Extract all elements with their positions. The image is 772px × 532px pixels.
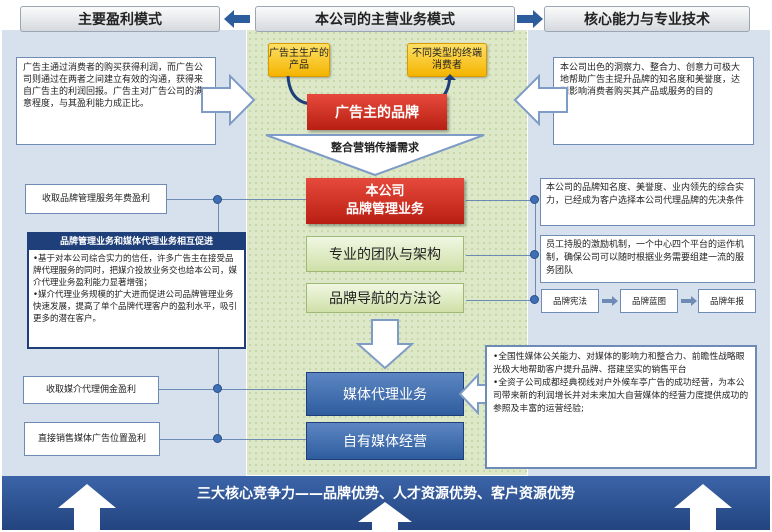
- header-core-capability: 核心能力与专业技术: [544, 6, 750, 32]
- arrow-right-icon: [602, 296, 618, 306]
- connector-dot: [530, 195, 539, 204]
- up-arrow-icon: [358, 502, 412, 532]
- profit-intro-text: 广告主通过消费者的购买获得利润，而广告公司则通过在两者之间建立有效的沟通，获得来…: [16, 57, 216, 145]
- brand-management-box: 本公司 品牌管理业务: [306, 178, 464, 224]
- advertiser-product-box: 广告主生产的产品: [268, 43, 330, 77]
- header-business-model: 本公司的主营业务模式: [255, 6, 515, 32]
- team-structure-box: 专业的团队与架构: [306, 236, 464, 272]
- left-connector-ad-sales: [160, 439, 306, 440]
- header-profit-model: 主要盈利模式: [20, 6, 220, 32]
- consumers-box: 不同类型的终端消费者: [407, 43, 487, 77]
- up-arrow-icon: [58, 484, 116, 530]
- media-fee-box: 收取媒介代理佣金盈利: [23, 376, 159, 404]
- connector-dot: [213, 434, 222, 443]
- connector-dot: [213, 384, 222, 393]
- ad-sales-box: 直接销售媒体广告位置盈利: [24, 422, 160, 456]
- arrow-right-icon: [517, 10, 543, 28]
- left-connector-media-fee: [159, 389, 306, 390]
- big-arrow-left-icon: [513, 74, 568, 126]
- right-connector-method: [466, 300, 538, 301]
- arrow-right-icon: [681, 296, 697, 306]
- media-agency-box: 媒体代理业务: [306, 372, 464, 416]
- demand-down-arrow-icon: [265, 134, 485, 177]
- brand-management-line2: 品牌管理业务: [345, 202, 424, 217]
- promotion-point-1: •基于对本公司综合实力的信任，许多广告主在接受品牌代理服务的同时，把媒介投放业务…: [33, 254, 238, 288]
- brand-blueprint-box: 品牌蓝图: [620, 289, 678, 313]
- promotion-point-2: •媒介代理业务规模的扩大进而促进公司品牌管理业务快速发展，提高了单个品牌代理客户…: [33, 290, 238, 324]
- demand-label: 整合营销传播需求: [331, 141, 419, 154]
- core-competence-text: 三大核心竞争力——品牌优势、人才资源优势、客户资源优势: [197, 486, 575, 502]
- left-connector-brand-fee: [167, 199, 218, 200]
- methodology-box: 品牌导航的方法论: [306, 283, 464, 313]
- media-capability-point-1: •全国性媒体公关能力、对媒体的影响力和整合力、前瞻性战略眼光极大地帮助客户提升品…: [493, 352, 745, 375]
- brand-annual-report-box: 品牌年报: [698, 289, 756, 313]
- big-arrow-right-icon: [201, 74, 256, 126]
- left-connector-brand-mgmt: [218, 199, 306, 200]
- connector-dot: [530, 295, 539, 304]
- down-arrow-icon: [356, 319, 414, 370]
- right-connector-team: [466, 255, 538, 256]
- brand-constitution-box: 品牌宪法: [541, 289, 599, 313]
- connector-dot: [213, 195, 222, 204]
- brand-strength-text: 本公司的品牌知名度、美誉度、业内领先的综合实力，已经成为客户选择本公司代理品牌的…: [540, 178, 755, 226]
- media-capability-text: •全国性媒体公关能力、对媒体的影响力和整合力、前瞻性战略眼光极大地帮助客户提升品…: [485, 345, 757, 469]
- right-connector-brand: [466, 200, 538, 201]
- team-description-text: 员工持股的激励机制，一个中心四个平台的运作机制，确保公司可以随时根据业务需要组建…: [540, 235, 755, 283]
- brand-management-line1: 本公司: [365, 184, 405, 199]
- own-media-box: 自有媒体经营: [306, 422, 464, 460]
- arrow-left-icon: [224, 10, 250, 28]
- up-arrow-icon: [674, 484, 732, 530]
- brand-fee-box: 收取品牌管理服务年费盈利: [25, 184, 167, 214]
- promotion-box: 品牌管理业务和媒体代理业务相互促进 •基于对本公司综合实力的信任，许多广告主在接…: [27, 232, 246, 349]
- media-capability-point-2: •全资子公司成都经典视线对户外候车亭广告的成功经营，为本公司带来新的利润增长并对…: [493, 378, 749, 414]
- capability-text: 本公司出色的洞察力、整合力、创意力可极大地帮助广告主提升品牌的知名度和美誉度，达…: [553, 57, 754, 145]
- promotion-title: 品牌管理业务和媒体代理业务相互促进: [29, 234, 244, 250]
- promotion-body: •基于对本公司综合实力的信任，许多广告主在接受品牌代理服务的同时，把媒介投放业务…: [29, 250, 244, 328]
- advertiser-brand-box: 广告主的品牌: [307, 94, 447, 130]
- connector-dot: [530, 250, 539, 259]
